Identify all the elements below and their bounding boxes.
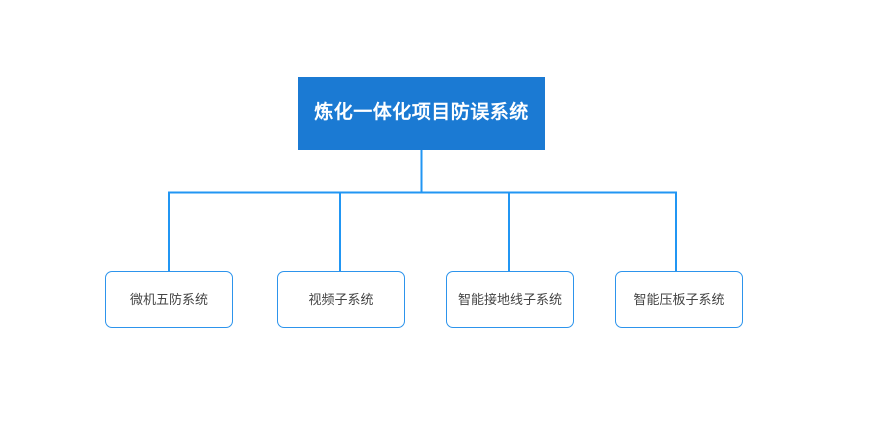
child-node-label: 智能压板子系统	[633, 291, 725, 307]
child-node-zhineng-yaban[interactable]: 智能压板子系统	[615, 271, 743, 328]
child-node-zhineng-jiedixian[interactable]: 智能接地线子系统	[446, 271, 574, 328]
child-node-weiji-wufang[interactable]: 微机五防系统	[105, 271, 233, 328]
root-node[interactable]: 炼化一体化项目防误系统	[298, 77, 545, 150]
root-node-label: 炼化一体化项目防误系统	[314, 102, 529, 124]
child-node-label: 视频子系统	[308, 291, 374, 307]
child-node-label: 微机五防系统	[129, 291, 208, 307]
child-node-shipin[interactable]: 视频子系统	[277, 271, 405, 328]
child-node-label: 智能接地线子系统	[457, 291, 562, 307]
